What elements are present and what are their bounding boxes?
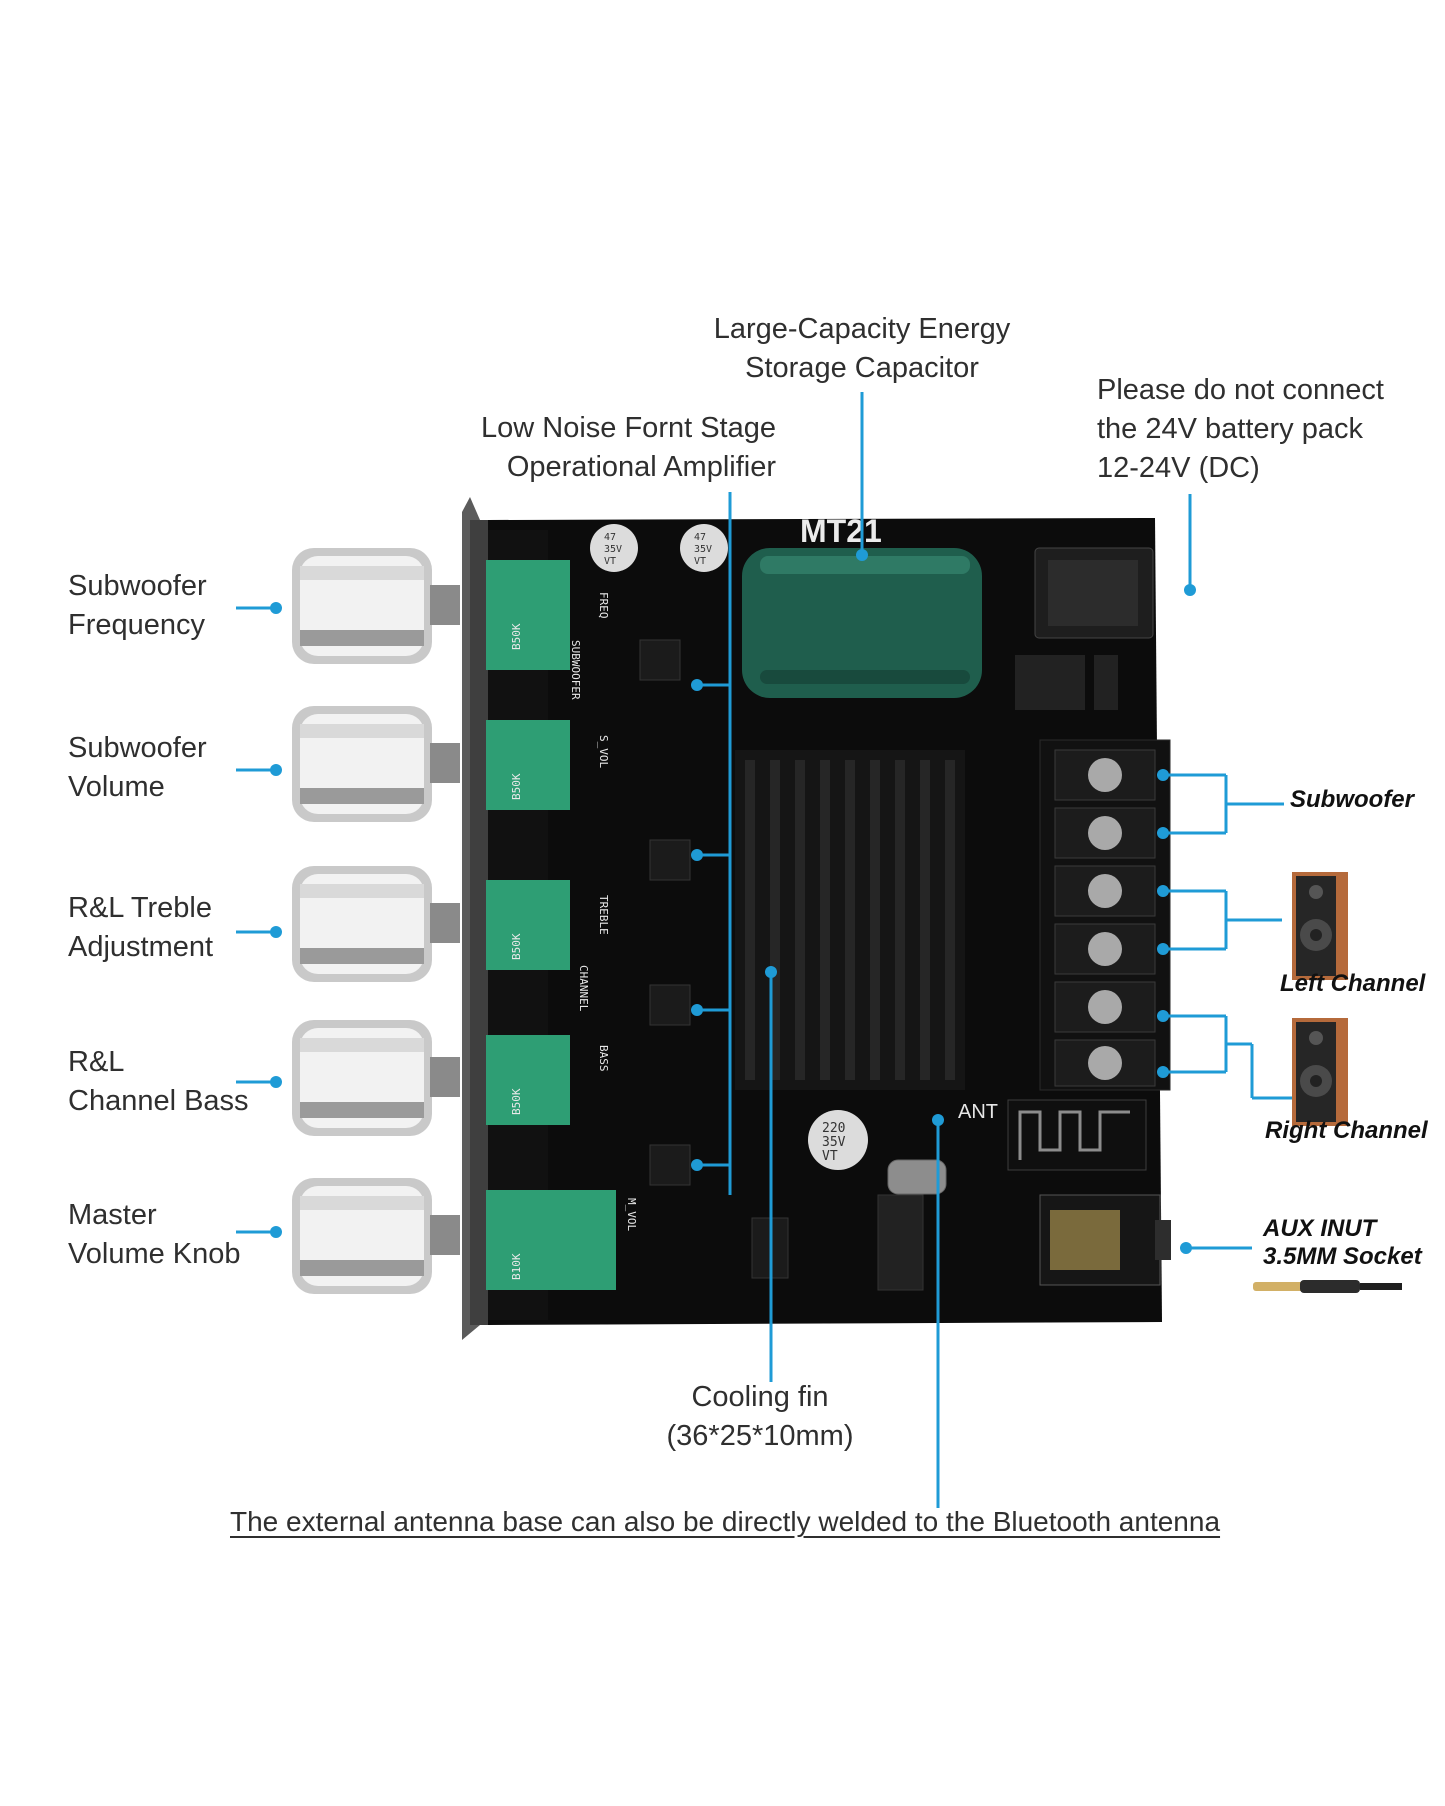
silkscreen-labels: FREQ SUBWOOFER S_VOL TREBLE CHANNEL BASS… xyxy=(569,513,998,1231)
silk-channel: CHANNEL xyxy=(577,965,590,1012)
terminal-block xyxy=(1039,739,1171,1091)
label-master-volume: Master Volume Knob xyxy=(68,1196,241,1274)
ant-label: ANT xyxy=(958,1101,998,1123)
silk-m-vol: M_VOL xyxy=(625,1198,638,1231)
label-line: Volume xyxy=(68,771,165,803)
cap-small-1-line2: 35V xyxy=(604,544,622,555)
cap-mid-line2: 35V xyxy=(822,1135,846,1150)
silk-s-vol: S_VOL xyxy=(597,735,610,768)
label-subwoofer-volume: Subwoofer Volume xyxy=(68,729,207,807)
cap-small-2-line2: 35V xyxy=(694,544,712,555)
knob-subwoofer-frequency[interactable] xyxy=(292,548,460,664)
knob-subwoofer-volume[interactable] xyxy=(292,706,460,822)
label-line: Low Noise Fornt Stage xyxy=(481,412,776,444)
label-line: Channel Bass xyxy=(68,1085,249,1117)
label-line: Cooling fin xyxy=(691,1381,829,1413)
label-line: Storage Capacitor xyxy=(745,352,979,384)
components xyxy=(639,639,947,1291)
label-line: 3.5MM Socket xyxy=(1263,1243,1422,1270)
label-line: the 24V battery pack xyxy=(1097,413,1363,445)
pot-label-5: B10K xyxy=(510,1253,523,1280)
pot-label-4: B50K xyxy=(510,1088,523,1115)
speaker-icon-left xyxy=(1292,872,1348,980)
label-capacitor: Large-Capacity Energy Storage Capacitor xyxy=(702,310,1022,388)
cap-small-2-line1: 47 xyxy=(694,532,706,543)
label-line: Frequency xyxy=(68,609,206,641)
silk-subwoofer: SUBWOOFER xyxy=(569,640,582,700)
knob-treble[interactable] xyxy=(292,866,460,982)
bt-and-aux xyxy=(1007,1099,1171,1286)
label-bass: R&L Channel Bass xyxy=(68,1043,249,1121)
label-line: (36*25*10mm) xyxy=(666,1420,854,1452)
label-line: Subwoofer xyxy=(68,732,207,764)
pot-label-2: B50K xyxy=(510,773,523,800)
silk-freq: FREQ xyxy=(597,592,610,619)
small-capacitors: 47 35V VT 47 35V VT 220 35V VT xyxy=(590,524,868,1170)
cap-mid-line1: 220 xyxy=(822,1121,845,1136)
label-op-amp: Low Noise Fornt Stage Operational Amplif… xyxy=(476,409,776,487)
label-line: AUX INUT xyxy=(1263,1215,1377,1242)
label-right-channel: Right Channel xyxy=(1265,1117,1428,1144)
label-line: Large-Capacity Energy xyxy=(713,313,1011,345)
cap-mid-line3: VT xyxy=(822,1149,838,1164)
label-line: R&L Treble xyxy=(68,892,212,924)
label-left-channel: Left Channel xyxy=(1280,970,1426,997)
knob-bass[interactable] xyxy=(292,1020,460,1136)
pot-label-1: B50K xyxy=(510,623,523,650)
potentiometers: B50K B50K B50K B50K B10K xyxy=(486,560,616,1290)
label-line: Volume Knob xyxy=(68,1238,241,1270)
knob-group xyxy=(292,548,460,1294)
pot-label-3: B50K xyxy=(510,933,523,960)
label-line: Subwoofer xyxy=(68,570,207,602)
label-line: R&L xyxy=(68,1046,125,1078)
audio-plug-icon xyxy=(1253,1280,1402,1293)
label-battery: Please do not connect the 24V battery pa… xyxy=(1097,371,1384,488)
silk-bass: BASS xyxy=(597,1045,610,1072)
dc-jack xyxy=(1015,547,1154,710)
label-subwoofer-frequency: Subwoofer Frequency xyxy=(68,567,207,645)
label-line: Please do not connect xyxy=(1097,374,1384,406)
label-line: Operational Amplifier xyxy=(506,451,776,483)
footer-note: The external antenna base can also be di… xyxy=(230,1506,1221,1537)
label-aux: AUX INUT 3.5MM Socket xyxy=(1263,1215,1422,1271)
heat-sink xyxy=(735,750,965,1090)
label-line: Adjustment xyxy=(68,931,214,963)
label-line: 12-24V (DC) xyxy=(1097,452,1260,484)
cap-small-1-line1: 47 xyxy=(604,532,616,543)
silk-treble: TREBLE xyxy=(597,895,610,935)
cap-small-2-line3: VT xyxy=(694,556,706,567)
label-subwoofer-terminal: Subwoofer xyxy=(1290,786,1414,813)
large-capacitor xyxy=(742,548,982,698)
speaker-icon-right xyxy=(1292,1018,1348,1126)
label-treble: R&L Treble Adjustment xyxy=(68,889,213,967)
cap-small-1-line3: VT xyxy=(604,556,616,567)
knob-master-volume[interactable] xyxy=(292,1178,460,1294)
board-model: MT21 xyxy=(800,513,882,549)
callout-dots xyxy=(270,549,1196,1254)
label-cooling-fin: Cooling fin (36*25*10mm) xyxy=(640,1378,880,1456)
label-line: Master xyxy=(68,1199,157,1231)
